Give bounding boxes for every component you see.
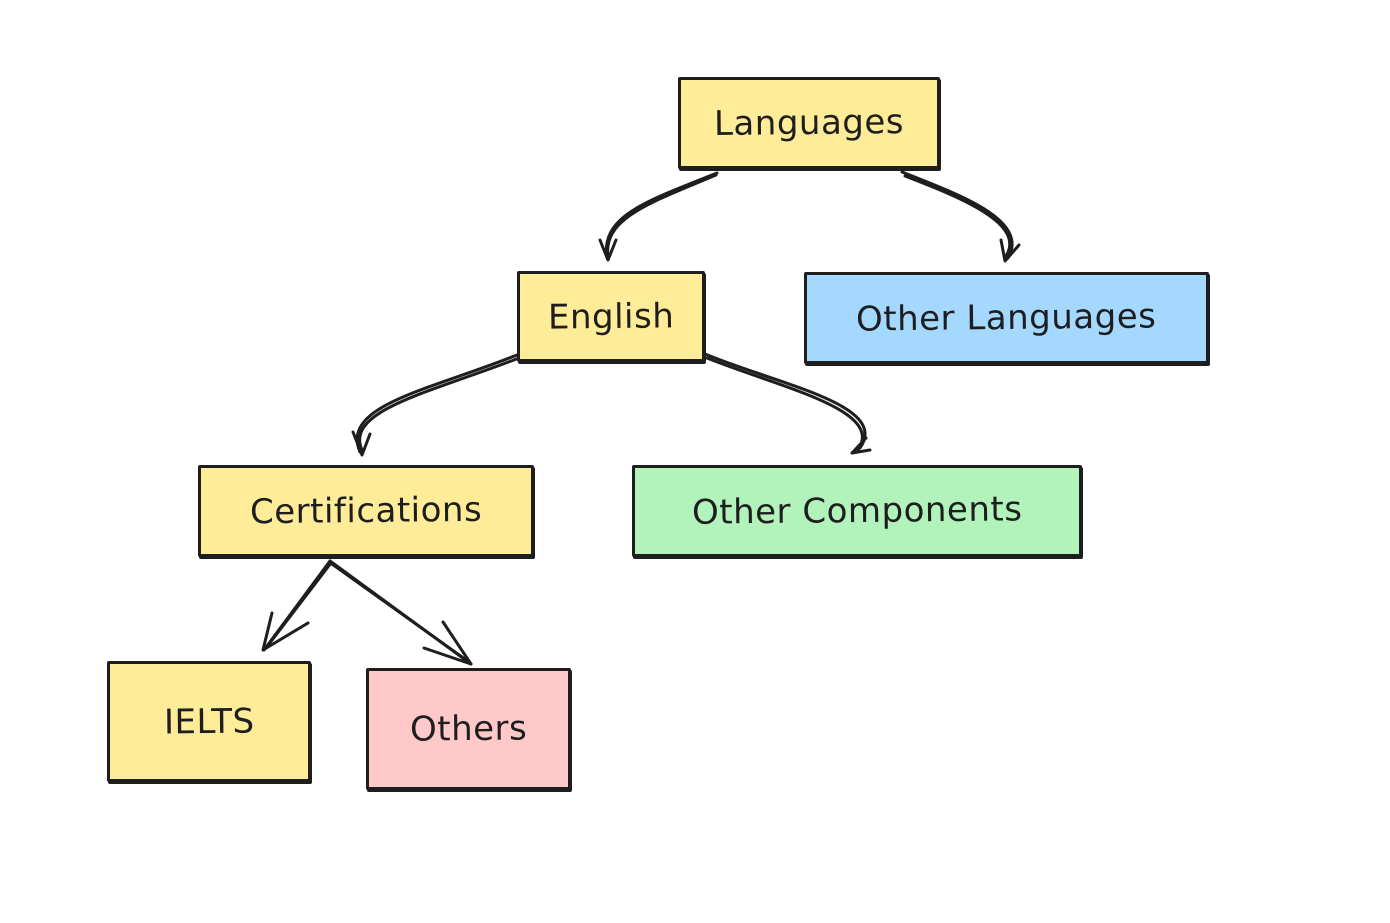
node-english[interactable]: English — [517, 271, 705, 362]
node-certifications-label: Certifications — [249, 489, 483, 533]
node-other-components[interactable]: Other Components — [632, 465, 1082, 557]
node-languages-label: Languages — [713, 102, 905, 144]
edge-certifications-others — [328, 559, 473, 666]
edge-certifications-ielts — [261, 559, 333, 652]
node-ielts[interactable]: IELTS — [107, 661, 311, 782]
edge-languages-other-languages — [900, 170, 1021, 263]
edge-english-certifications — [351, 353, 521, 457]
node-others[interactable]: Others — [366, 668, 571, 790]
node-other-languages-label: Other Languages — [856, 296, 1157, 340]
node-ielts-label: IELTS — [163, 701, 255, 742]
edge-english-other-components — [703, 352, 872, 455]
node-other-components-label: Other Components — [691, 489, 1023, 533]
node-certifications[interactable]: Certifications — [198, 465, 534, 557]
edge-languages-english — [598, 171, 719, 262]
node-other-languages[interactable]: Other Languages — [804, 272, 1209, 364]
node-languages[interactable]: Languages — [678, 77, 940, 169]
node-others-label: Others — [409, 708, 528, 750]
node-english-label: English — [547, 295, 675, 338]
